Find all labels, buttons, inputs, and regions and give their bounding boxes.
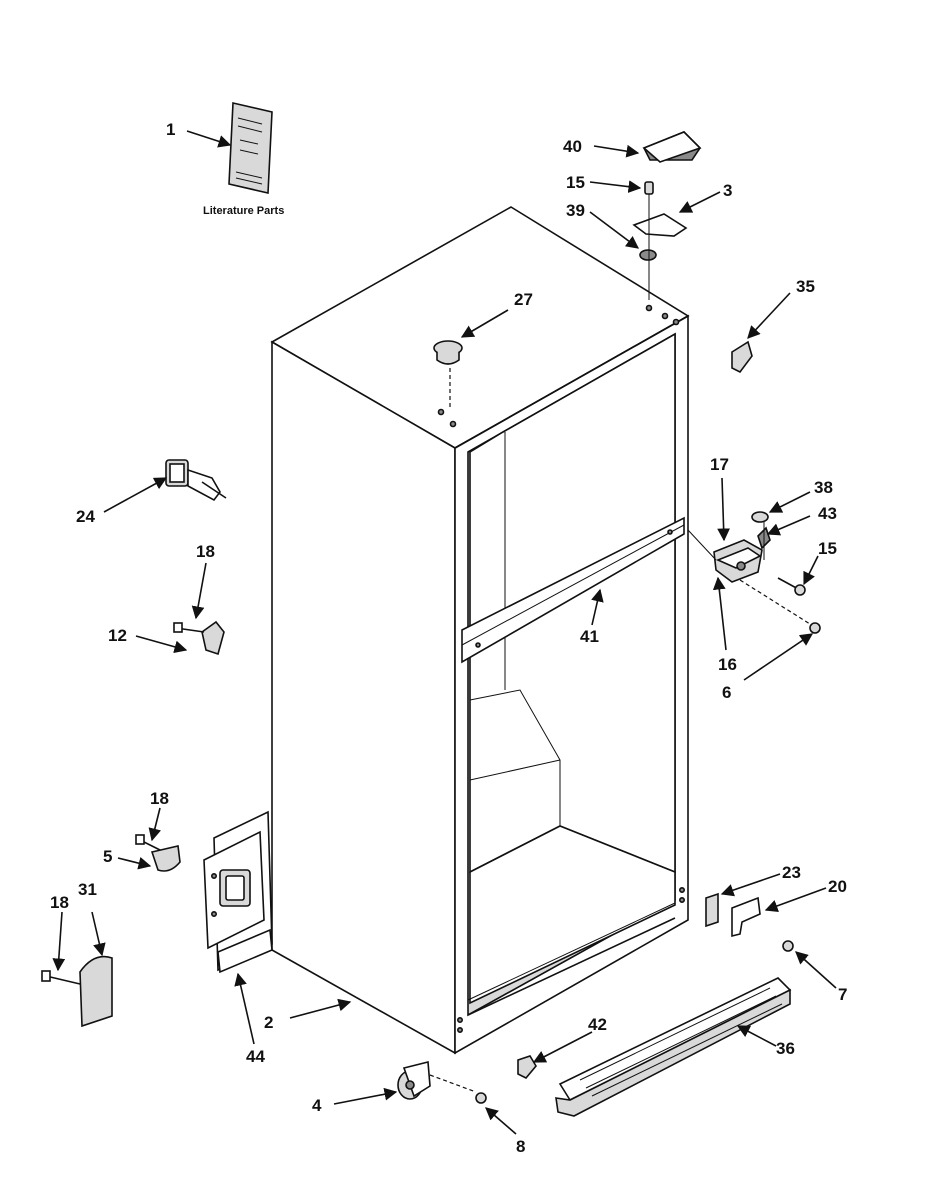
part-12 — [173, 620, 225, 656]
literature-booklet — [228, 102, 273, 194]
callout-7: 7 — [838, 985, 847, 1004]
part-31-cover — [41, 955, 113, 1028]
part-4-roller — [397, 1060, 487, 1104]
callout-labels: 1 40 15 3 39 35 27 24 18 12 17 38 43 15 … — [50, 120, 847, 1156]
part-36-grille — [555, 977, 792, 1117]
bottom-hinge-parts — [705, 892, 794, 952]
callout-18-bottom: 18 — [50, 893, 69, 912]
leader-lines — [52, 130, 837, 1135]
callout-1: 1 — [166, 120, 175, 139]
part-27-cap — [433, 340, 463, 410]
callout-5: 5 — [103, 847, 112, 866]
part-44-bracket — [203, 810, 273, 974]
callout-4: 4 — [312, 1096, 322, 1115]
part-35 — [731, 340, 753, 374]
callout-18-left: 18 — [196, 542, 215, 561]
callout-20: 20 — [828, 877, 847, 896]
callout-12: 12 — [108, 626, 127, 645]
callout-2: 2 — [264, 1013, 273, 1032]
callout-24: 24 — [76, 507, 95, 526]
center-rail — [461, 516, 685, 664]
callout-15-top: 15 — [566, 173, 585, 192]
callout-38: 38 — [814, 478, 833, 497]
part-24 — [165, 459, 227, 502]
part-5 — [135, 834, 181, 872]
callout-18-mid: 18 — [150, 789, 169, 808]
callout-3: 3 — [723, 181, 732, 200]
callout-27: 27 — [514, 290, 533, 309]
literature-parts-caption: Literature Parts — [203, 205, 284, 217]
callout-43: 43 — [818, 504, 837, 523]
part-42-clip — [517, 1055, 537, 1079]
callout-39: 39 — [566, 201, 585, 220]
callout-40: 40 — [563, 137, 582, 156]
callout-8: 8 — [516, 1137, 525, 1156]
callout-36: 36 — [776, 1039, 795, 1058]
callout-23: 23 — [782, 863, 801, 882]
callout-6: 6 — [722, 683, 731, 702]
callout-31: 31 — [78, 880, 97, 899]
cabinet — [270, 206, 690, 1055]
top-hinge-parts — [632, 131, 702, 300]
callout-16: 16 — [718, 655, 737, 674]
callout-42: 42 — [588, 1015, 607, 1034]
callout-17: 17 — [710, 455, 729, 474]
callout-44: 44 — [246, 1047, 265, 1066]
mid-hinge-parts — [687, 511, 821, 634]
callout-41: 41 — [580, 627, 599, 646]
callout-35: 35 — [796, 277, 815, 296]
callout-15-mid: 15 — [818, 539, 837, 558]
